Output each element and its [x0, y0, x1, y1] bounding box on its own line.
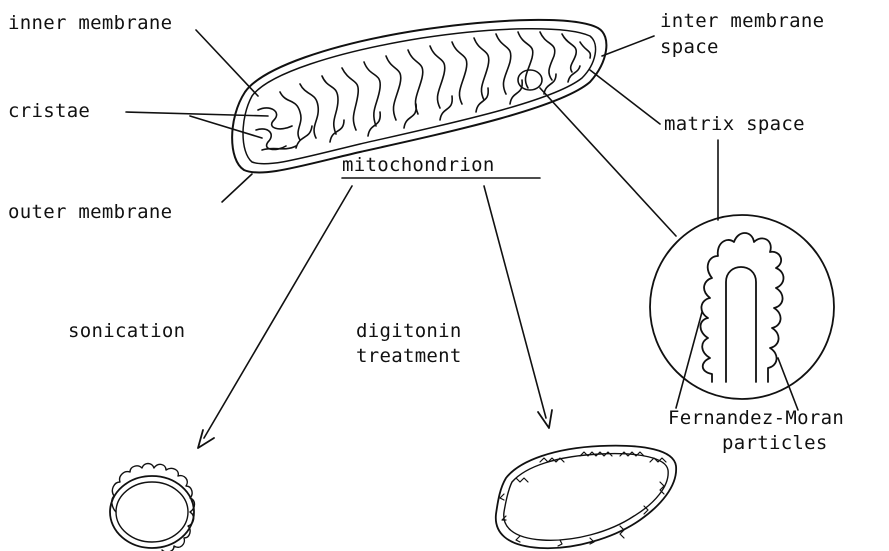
matrix-space-leader [590, 70, 660, 124]
mitochondrion-label: mitochondrion [342, 154, 495, 176]
crista-inner-wall [726, 267, 756, 382]
inter-membrane-label-line1: inter membrane [660, 10, 824, 32]
zoom-circle [650, 215, 834, 399]
digitonin-arrow [484, 186, 546, 418]
inter-membrane-leader [602, 36, 654, 56]
inter-membrane-label-line2: space [660, 36, 719, 58]
sonication-label: sonication [68, 320, 185, 342]
cristae-label: cristae [8, 100, 90, 122]
digitonin-label-line1: digitonin [356, 320, 462, 342]
fernandez-leader-right [778, 358, 798, 410]
cristae-leader-a [126, 112, 268, 116]
sonication-vesicle [110, 464, 195, 551]
fernandez-label-line1: Fernandez-Moran [668, 407, 844, 429]
outer-membrane-leader [222, 174, 252, 202]
digitonin-vesicle [496, 446, 676, 549]
fernandez-label-line2: particles [722, 432, 828, 454]
inner-membrane-leader [196, 30, 258, 96]
matrix-space-label: matrix space [664, 113, 805, 135]
digitonin-label-line2: treatment [356, 345, 462, 367]
cristae-leader-b [190, 116, 262, 138]
sonication-arrowhead [198, 430, 214, 448]
inner-membrane-shape [243, 29, 596, 164]
outer-membrane-label: outer membrane [8, 201, 172, 223]
sonication-arrow [204, 186, 352, 438]
cristae-folds [256, 32, 590, 150]
fernandez-leader-left [676, 312, 702, 408]
inner-membrane-label: inner membrane [8, 12, 172, 34]
crista-particle-fold [701, 233, 784, 382]
zoom-leader [540, 88, 676, 236]
